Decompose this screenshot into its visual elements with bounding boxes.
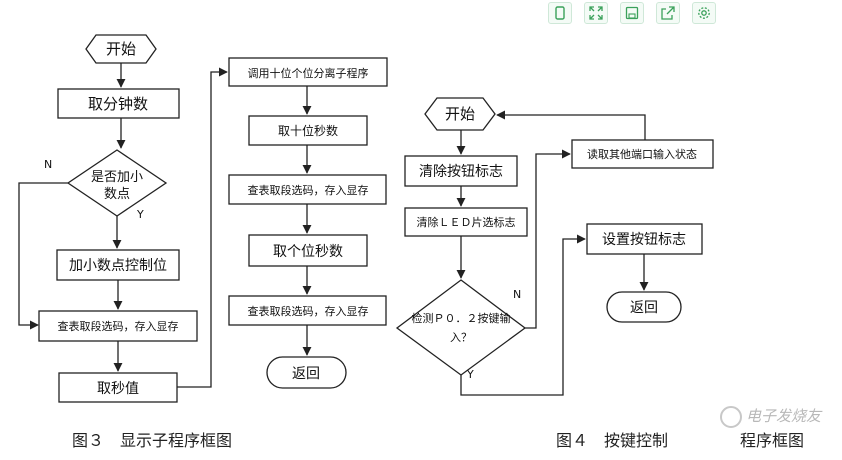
- fig3-lookup-b-box: [228, 174, 387, 205]
- watermark-text: 电子发烧友: [746, 407, 822, 425]
- fig3-decision-label-line1: 是否加小: [91, 170, 143, 185]
- fig3-lookup-a-box: [38, 310, 198, 342]
- fig3-call-split-box: [228, 57, 388, 87]
- fig4-decision-label-line2: 入？: [450, 331, 472, 344]
- fig4-loop-path: [496, 110, 646, 140]
- fig4-set-flag-box: [586, 223, 703, 255]
- fig4-return-label: 返回: [630, 300, 658, 316]
- toolbar: [548, 2, 716, 24]
- fig3-tens-seconds-box: [248, 115, 368, 146]
- fig3-no-path: [18, 182, 68, 330]
- fig3-return-label: 返回: [292, 366, 320, 382]
- phone-icon[interactable]: [548, 2, 572, 24]
- save-icon[interactable]: [620, 2, 644, 24]
- fig4-clear-led-box: [404, 207, 528, 237]
- fig3-yes-label: Y: [136, 208, 144, 221]
- fig4-yes-label: Y: [466, 368, 474, 381]
- figure-4: 开始 清除按钮标志 清除ＬＥＤ片选标志 检测Ｐ０．２按键输 入？ N Y 读取其…: [395, 97, 804, 450]
- fig3-add-dot-label: 加小数点控制位: [69, 258, 167, 274]
- settings-icon[interactable]: [692, 2, 716, 24]
- fig4-no-label: N: [513, 288, 521, 301]
- fig3-lookup-c-box: [228, 295, 387, 326]
- fig4-clear-flag-label: 清除按钮标志: [419, 164, 503, 180]
- fig3-return-node: [266, 356, 347, 389]
- fig3-start-label: 开始: [106, 40, 136, 58]
- fig4-decision-label-line1: 检测Ｐ０．２按键输: [412, 311, 511, 325]
- fig4-read-ports-box: [571, 139, 714, 169]
- fig4-caption-left: 图４ 按键控制: [556, 431, 668, 450]
- fig4-clear-flag-box: [404, 155, 518, 187]
- fig3-call-split-label: 调用十位个位分离子程序: [248, 66, 369, 80]
- fig4-start-node: [424, 97, 496, 131]
- fig3-ones-seconds-label: 取个位秒数: [273, 244, 343, 260]
- fig4-caption-right: 程序框图: [740, 431, 804, 450]
- fig3-column-link: [177, 67, 228, 388]
- fig3-decision-label-line2: 数点: [104, 187, 130, 202]
- fig3-lookup-a-label: 查表取段选码，存入显存: [58, 319, 179, 333]
- fig4-read-ports-label: 读取其他端口输入状态: [587, 147, 697, 161]
- fig3-start-node: [85, 34, 157, 64]
- fig3-ones-seconds-box: [248, 234, 368, 267]
- fig3-lookup-c-label: 查表取段选码，存入显存: [248, 304, 369, 318]
- fig4-return-node: [606, 291, 682, 323]
- expand-icon[interactable]: [584, 2, 608, 24]
- fig3-get-seconds-box: [58, 372, 178, 403]
- fig3-get-seconds-label: 取秒值: [97, 381, 139, 397]
- fig4-clear-led-label: 清除ＬＥＤ片选标志: [417, 215, 516, 229]
- fig4-yes-path: [460, 234, 586, 396]
- fig3-caption: 图３ 显示子程序框图: [72, 431, 232, 450]
- fig3-get-minutes-box: [57, 88, 180, 119]
- share-icon[interactable]: [656, 2, 680, 24]
- watermark: 电子发烧友: [720, 405, 821, 428]
- fig3-no-label: N: [44, 158, 52, 171]
- fig3-lookup-b-label: 查表取段选码，存入显存: [248, 183, 369, 197]
- fig4-decision-node: [395, 279, 527, 376]
- watermark-logo-icon: [720, 406, 742, 428]
- fig4-no-path: [525, 149, 571, 329]
- fig3-tens-seconds-label: 取十位秒数: [278, 123, 338, 138]
- figure-3: 开始 取分钟数 是否加小 数点 N Y 加小数点控制位 查表取段选码，存入显存 …: [18, 34, 388, 450]
- fig3-get-minutes-label: 取分钟数: [88, 95, 148, 113]
- fig4-start-label: 开始: [445, 105, 475, 123]
- fig4-set-flag-label: 设置按钮标志: [602, 232, 686, 248]
